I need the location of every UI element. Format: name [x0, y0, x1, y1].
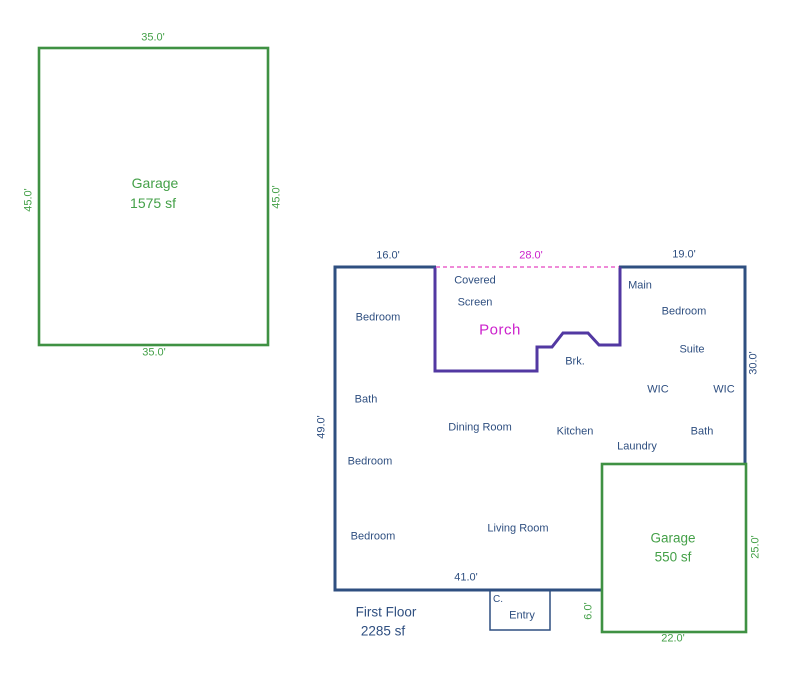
- dim-right: 30.0': [747, 351, 760, 375]
- room-kitchen: Kitchen: [556, 425, 594, 438]
- dim-top-right: 19.0': [672, 248, 696, 261]
- room-bedroom-3: Bedroom: [350, 530, 396, 543]
- garage-upper-area: 1575 sf: [130, 195, 176, 211]
- garage-lower-outline: [600, 462, 748, 634]
- room-bedroom-suite: Bedroom: [661, 305, 707, 318]
- room-laundry: Laundry: [617, 440, 657, 453]
- room-bath-1: Bath: [354, 393, 378, 406]
- porch-screen-label: Screen: [457, 296, 493, 309]
- garage-lower-dim-right: 25.0': [749, 535, 762, 559]
- room-bath-2: Bath: [690, 425, 714, 438]
- garage-upper-dim-right: 45.0': [270, 185, 283, 209]
- first-floor-outline-left: [333, 265, 603, 592]
- garage-upper-outline: [37, 46, 270, 347]
- dim-left: 49.0': [315, 415, 328, 439]
- room-breakfast: Brk.: [565, 355, 585, 368]
- dim-garage-offset: 6.0': [582, 602, 595, 620]
- room-bedroom-1: Bedroom: [355, 311, 401, 324]
- room-wic-1: WIC: [647, 383, 669, 396]
- dim-bottom: 41.0': [454, 571, 478, 584]
- first-floor-area: 2285 sf: [360, 623, 406, 639]
- garage-upper-name: Garage: [131, 175, 179, 191]
- garage-lower-area: 550 sf: [654, 549, 692, 565]
- entry-box-outline: [489, 589, 551, 631]
- first-floor-outline-right: [619, 265, 747, 463]
- dim-porch-top: 28.0': [519, 249, 543, 262]
- garage-upper-dim-left: 45.0': [22, 188, 35, 212]
- room-main: Main: [628, 279, 652, 292]
- room-wic-2: WIC: [713, 383, 735, 396]
- room-dining: Dining Room: [448, 421, 512, 434]
- garage-upper-dim-top: 35.0': [141, 31, 165, 44]
- garage-lower-dim-bottom: 22.0': [661, 632, 685, 645]
- room-closet: C.: [493, 594, 503, 605]
- first-floor-name: First Floor: [355, 604, 417, 620]
- porch-covered-label: Covered: [454, 274, 496, 287]
- room-bedroom-2: Bedroom: [347, 455, 393, 468]
- garage-lower-name: Garage: [650, 530, 696, 546]
- dim-top-left: 16.0': [376, 249, 400, 262]
- garage-upper-dim-bottom: 35.0': [142, 346, 166, 359]
- room-entry: Entry: [509, 609, 535, 622]
- porch-outline: [433, 267, 622, 373]
- room-suite: Suite: [679, 343, 705, 356]
- room-living: Living Room: [487, 522, 549, 535]
- porch-label: Porch: [479, 321, 521, 339]
